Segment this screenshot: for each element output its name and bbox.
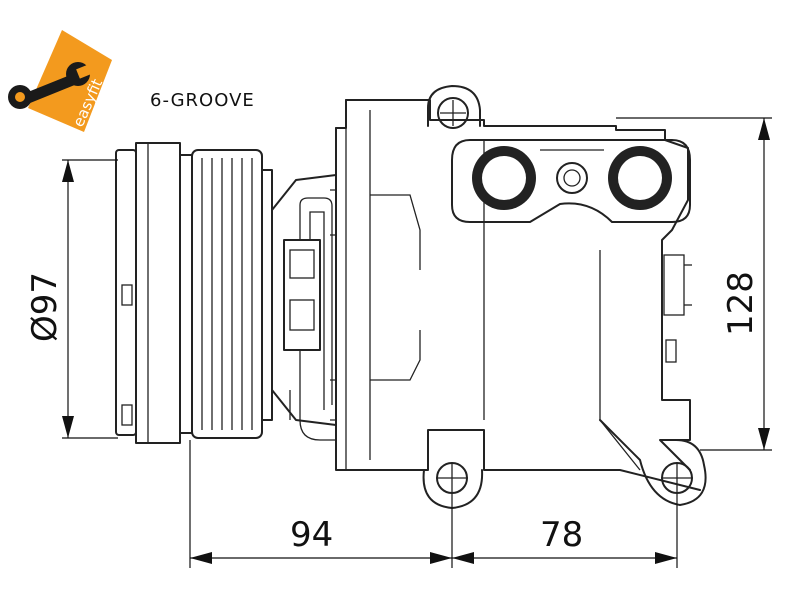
bottom-mount-left [422,462,484,509]
top-mount-ear [427,85,481,129]
easyfit-logo: easyfit [8,30,112,132]
service-manifold [451,139,691,223]
wrench-icon [8,62,93,109]
clutch-connector [271,174,337,441]
dimension-diameter: Ø97 [25,159,118,439]
pulley [115,142,273,444]
dimension-height: 128 [616,117,772,451]
center-valve [556,162,588,194]
groove-label: 6-GROOVE [150,90,255,111]
height-label: 128 [721,271,761,336]
pulley-grooves [201,158,253,430]
dimension-lengths: 94 78 [189,440,678,568]
diameter-label: Ø97 [25,272,65,342]
length-right-label: 78 [540,515,583,555]
length-left-label: 94 [290,515,333,555]
bottom-mount-right [599,419,707,506]
